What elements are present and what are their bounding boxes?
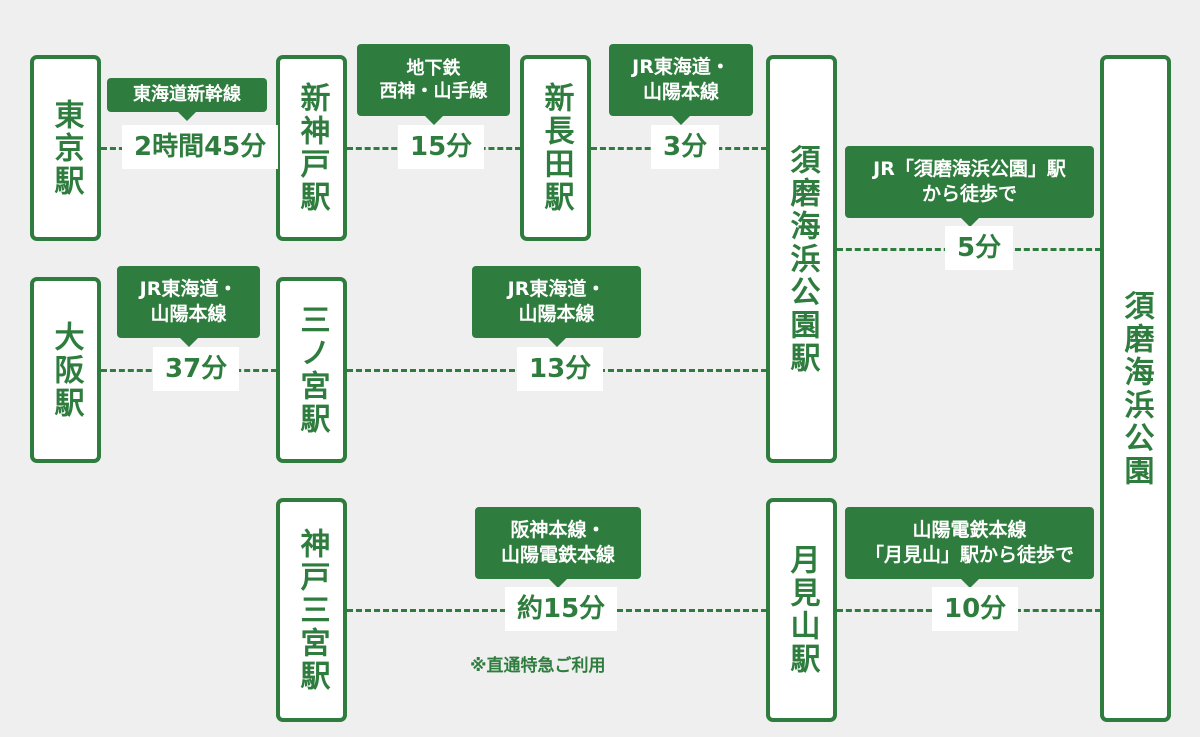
footnote-limited-express: ※直通特急ご利用 (470, 656, 606, 676)
destination-suma-kaihin-koen: 須磨海浜公園 (1100, 55, 1171, 722)
station-shinkobe: 新神戸駅 (276, 55, 347, 241)
travel-time: 約15分 (505, 587, 618, 631)
station-name: 新長田駅 (538, 82, 574, 214)
destination-name: 須磨海浜公園 (1118, 289, 1154, 488)
station-name: 三ノ宮駅 (294, 304, 330, 436)
station-tokyo: 東京駅 (30, 55, 101, 241)
travel-time: 15分 (398, 125, 485, 169)
station-name: 須磨海浜公園駅 (784, 143, 820, 375)
station-name: 神戸三宮駅 (294, 527, 330, 693)
travel-time: 10分 (932, 587, 1019, 631)
line-label-tokaido-shinkansen: 東海道新幹線 (107, 78, 267, 121)
station-name: 月見山駅 (784, 544, 820, 676)
line-label-jr-tokaido-sanyo: JR東海道・ 山陽本線 (472, 266, 641, 347)
travel-time: 2時間45分 (122, 125, 279, 169)
travel-time: 37分 (153, 347, 240, 391)
line-label-subway-seishin-yamate: 地下鉄 西神・山手線 (357, 44, 510, 125)
station-osaka: 大阪駅 (30, 277, 101, 463)
travel-time: 5分 (945, 226, 1014, 270)
travel-time: 3分 (651, 125, 720, 169)
station-name: 大阪駅 (48, 320, 84, 420)
line-label-jr-tokaido-sanyo: JR東海道・ 山陽本線 (609, 44, 753, 125)
station-kobe-sannomiya: 神戸三宮駅 (276, 498, 347, 722)
line-label-walk-from-suma-station: JR「須磨海浜公園」駅 から徒歩で (845, 146, 1094, 227)
line-label-hanshin-sanyo-electric: 阪神本線・ 山陽電鉄本線 (475, 507, 641, 588)
station-suma-kaihin-koen: 須磨海浜公園駅 (766, 55, 837, 463)
line-label-walk-from-tsukimiyama: 山陽電鉄本線 「月見山」駅から徒歩で (845, 507, 1094, 588)
station-shin-nagata: 新長田駅 (520, 55, 591, 241)
travel-time: 13分 (517, 347, 604, 391)
station-sannomiya: 三ノ宮駅 (276, 277, 347, 463)
station-tsukimiyama: 月見山駅 (766, 498, 837, 722)
station-name: 東京駅 (48, 98, 84, 198)
line-label-jr-tokaido-sanyo: JR東海道・ 山陽本線 (117, 266, 260, 347)
station-name: 新神戸駅 (294, 82, 330, 214)
